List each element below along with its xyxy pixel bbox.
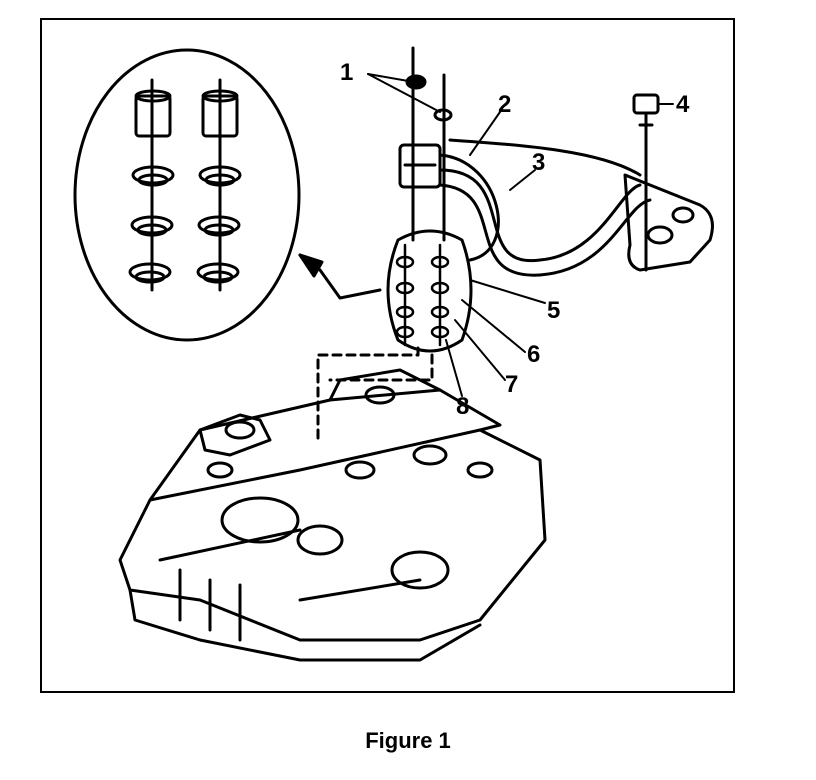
callout-labels: 1 2 3 4 5 6 7 8 <box>340 59 690 420</box>
intake-manifold <box>118 368 547 662</box>
callout-1: 1 <box>340 59 353 86</box>
detail-column-left <box>128 78 175 292</box>
detail-column-right <box>196 78 242 292</box>
detail-circle <box>73 48 301 342</box>
callout-5: 5 <box>547 297 560 324</box>
exploded-diagram: 1 2 3 4 5 6 7 8 <box>73 46 714 662</box>
callout-6: 6 <box>527 341 540 368</box>
callout-2: 2 <box>498 91 511 118</box>
figure-frame <box>40 18 735 693</box>
callout-3: 3 <box>532 149 545 176</box>
leader-lines <box>367 73 674 397</box>
callout-4: 4 <box>676 91 690 118</box>
fuel-rail-assembly <box>398 46 714 277</box>
fuel-injector-detail <box>316 229 473 442</box>
detail-connector <box>298 253 382 300</box>
callout-7: 7 <box>505 371 518 398</box>
magnified-detail <box>73 48 301 342</box>
figure-caption: Figure 1 <box>365 728 451 753</box>
callout-8: 8 <box>456 393 469 420</box>
